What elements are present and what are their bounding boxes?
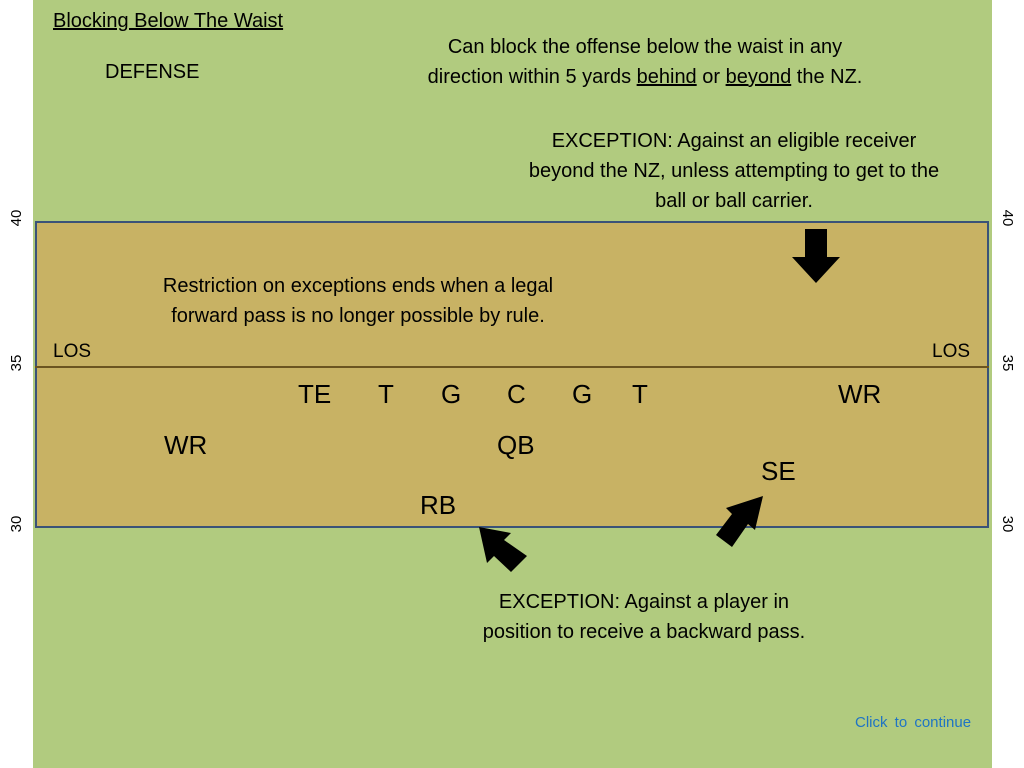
rule-behind: behind [636, 66, 697, 88]
continue-link[interactable]: Click to continue [855, 714, 972, 731]
player-guard-left: G [441, 379, 462, 409]
player-se: SE [761, 456, 796, 486]
player-tackle-right: T [632, 379, 648, 409]
player-te: TE [298, 379, 332, 409]
player-guard-right: G [572, 379, 593, 409]
arrow-up-left-icon [479, 527, 527, 572]
restriction-text: Restriction on exceptions ends when a le… [118, 271, 598, 331]
arrow-up-right-icon [716, 496, 763, 547]
exception-receiver-line-1: EXCEPTION: Against an eligible receiver [551, 130, 917, 152]
rule-line-2: direction within 5 yards behind or beyon… [380, 62, 910, 92]
rule-beyond: beyond [725, 66, 792, 88]
defense-label: DEFENSE [105, 61, 200, 83]
slide-title: Blocking Below The Waist [53, 10, 284, 32]
los-label-right: LOS [932, 341, 971, 362]
restriction-line-2: forward pass is no longer possible by ru… [171, 305, 545, 327]
arrow-down-icon [792, 229, 840, 283]
rule-line-2-b: the NZ. [791, 66, 863, 88]
player-tackle-left: T [378, 379, 394, 409]
exception-backward-line-1: EXCEPTION: Against a player in [498, 591, 790, 613]
line-of-scrimmage [35, 366, 989, 368]
exception-receiver-line-2: beyond the NZ, unless attempting to get … [528, 160, 940, 182]
los-label-left: LOS [53, 341, 92, 362]
rule-line-2-a: direction within 5 yards [427, 66, 637, 88]
neutral-zone-area [35, 221, 989, 528]
player-wr-right: WR [838, 379, 882, 409]
exception-backward-line-2: position to receive a backward pass. [482, 621, 806, 643]
exception-backward-pass: EXCEPTION: Against a player in position … [440, 587, 848, 647]
rule-line-1: Can block the offense below the waist in… [447, 36, 843, 58]
player-wr-left: WR [164, 430, 208, 460]
exception-receiver: EXCEPTION: Against an eligible receiver … [474, 126, 994, 216]
player-center: C [507, 379, 526, 409]
player-rb: RB [420, 490, 457, 520]
rule-or: or [696, 66, 726, 88]
exception-receiver-line-3: ball or ball carrier. [655, 190, 813, 212]
player-qb: QB [497, 430, 535, 460]
restriction-line-1: Restriction on exceptions ends when a le… [162, 275, 554, 297]
rule-text: Can block the offense below the waist in… [380, 32, 910, 92]
